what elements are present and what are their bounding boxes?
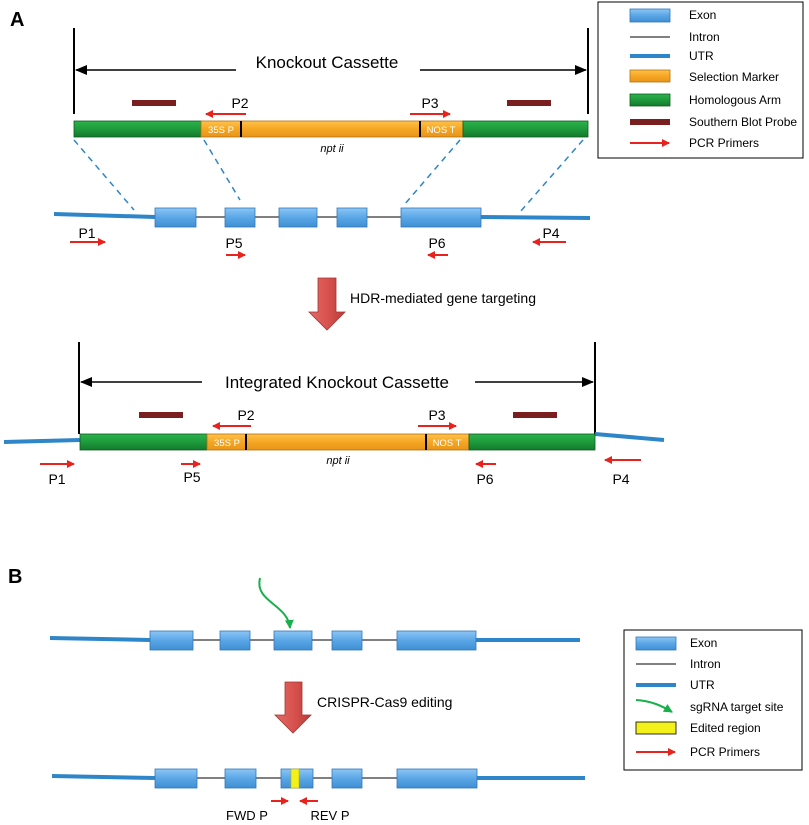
terminator-label-integrated: NOS T bbox=[433, 438, 462, 449]
primer-p5-label: P5 bbox=[225, 235, 242, 251]
legend-exon-swatch bbox=[629, 8, 671, 23]
exon bbox=[154, 207, 197, 228]
legend-sgrna-swatch bbox=[635, 699, 673, 713]
primer-p2-label: P2 bbox=[231, 95, 248, 111]
southern-probe-left-integrated bbox=[139, 412, 183, 418]
knockout-cassette: 35S P NOS T npt ii bbox=[73, 120, 589, 155]
marker-gene-label-integrated: npt ii bbox=[326, 455, 350, 467]
legend-probe-swatch bbox=[630, 119, 670, 125]
primer-p4-label-integrated: P4 bbox=[612, 471, 629, 487]
wildtype-gene-a bbox=[53, 207, 591, 228]
exon bbox=[154, 768, 198, 789]
hdr-step-label: HDR-mediated gene targeting bbox=[350, 290, 536, 306]
crispr-step-label: CRISPR-Cas9 editing bbox=[317, 694, 452, 710]
primer-p2-label-integrated: P2 bbox=[237, 407, 254, 423]
wildtype-gene-b bbox=[49, 630, 580, 651]
legend-a-label-arm: Homologous Arm bbox=[689, 93, 781, 107]
primer-p1-label: P1 bbox=[78, 225, 95, 241]
southern-probe-right-integrated bbox=[513, 412, 557, 418]
cassette-title: Knockout Cassette bbox=[256, 53, 399, 72]
primer-p6-label-integrated: P6 bbox=[476, 471, 493, 487]
homology-lines bbox=[73, 139, 584, 213]
legend-a-label-exon: Exon bbox=[689, 8, 716, 22]
legend-b-label-intron: Intron bbox=[690, 657, 721, 671]
legend-b-label-edited: Edited region bbox=[690, 721, 761, 735]
process-arrow-crispr bbox=[274, 681, 312, 734]
primer-p6-label: P6 bbox=[428, 235, 445, 251]
legend-a-label-probe: Southern Blot Probe bbox=[689, 115, 797, 129]
exon bbox=[224, 207, 256, 228]
edited-gene-b bbox=[51, 768, 585, 789]
exon bbox=[149, 630, 194, 651]
exon bbox=[331, 768, 363, 789]
exon bbox=[224, 768, 257, 789]
primer-rev-label: REV P bbox=[310, 808, 349, 823]
legend-a-label-marker: Selection Marker bbox=[689, 70, 779, 84]
edited-region bbox=[290, 768, 300, 789]
primer-fwd-label: FWD P bbox=[226, 808, 268, 823]
primer-p3-label: P3 bbox=[421, 95, 438, 111]
homologous-arm-left bbox=[73, 120, 202, 138]
homologous-arm-right bbox=[462, 120, 589, 138]
cassette-span: Knockout Cassette bbox=[73, 28, 589, 114]
promoter-label-integrated: 35S P bbox=[214, 438, 240, 449]
legend-a: Exon Intron UTR Selection Marker Homolog… bbox=[597, 1, 804, 159]
legend-a-label-intron: Intron bbox=[689, 30, 720, 44]
integrated-span: Integrated Knockout Cassette bbox=[78, 342, 596, 434]
homologous-arm-left bbox=[79, 433, 208, 451]
exon bbox=[278, 207, 318, 228]
sgrna-target-arrow bbox=[258, 577, 294, 629]
primer-p5-label-integrated: P5 bbox=[183, 469, 200, 485]
legend-exon-swatch bbox=[635, 636, 677, 651]
exon bbox=[396, 630, 477, 651]
legend-b: Exon Intron UTR sgRNA target site Edited… bbox=[623, 629, 803, 771]
legend-arm-swatch bbox=[629, 93, 671, 107]
panel-b-letter: B bbox=[8, 566, 22, 588]
terminator-label: NOS T bbox=[427, 125, 456, 136]
legend-b-label-utr: UTR bbox=[690, 678, 715, 692]
legend-a-label-primer: PCR Primers bbox=[689, 136, 759, 150]
southern-probe-left bbox=[132, 100, 176, 106]
legend-marker-swatch bbox=[629, 69, 671, 83]
integrated-title: Integrated Knockout Cassette bbox=[225, 373, 449, 392]
primer-p4-label: P4 bbox=[542, 225, 559, 241]
exon bbox=[331, 630, 363, 651]
legend-b-label-exon: Exon bbox=[690, 636, 717, 650]
exon bbox=[400, 207, 482, 228]
exon bbox=[396, 768, 478, 789]
legend-b-label-primer: PCR Primers bbox=[690, 745, 760, 759]
process-arrow-hdr bbox=[308, 277, 346, 331]
southern-probe-right bbox=[507, 100, 551, 106]
legend-b-label-sgrna: sgRNA target site bbox=[690, 700, 784, 714]
legend-a-label-utr: UTR bbox=[689, 49, 714, 63]
panel-a-letter: A bbox=[10, 9, 24, 31]
homologous-arm-right bbox=[468, 433, 596, 451]
primer-p3-label-integrated: P3 bbox=[428, 407, 445, 423]
exon bbox=[219, 630, 251, 651]
primer-p1-label-integrated: P1 bbox=[48, 471, 65, 487]
exon bbox=[273, 630, 313, 651]
exon bbox=[336, 207, 368, 228]
marker-gene-label: npt ii bbox=[320, 143, 344, 155]
promoter-label: 35S P bbox=[208, 125, 234, 136]
legend-edited-swatch bbox=[635, 721, 677, 735]
integrated-gene: 35S P NOS T npt ii bbox=[3, 432, 665, 467]
